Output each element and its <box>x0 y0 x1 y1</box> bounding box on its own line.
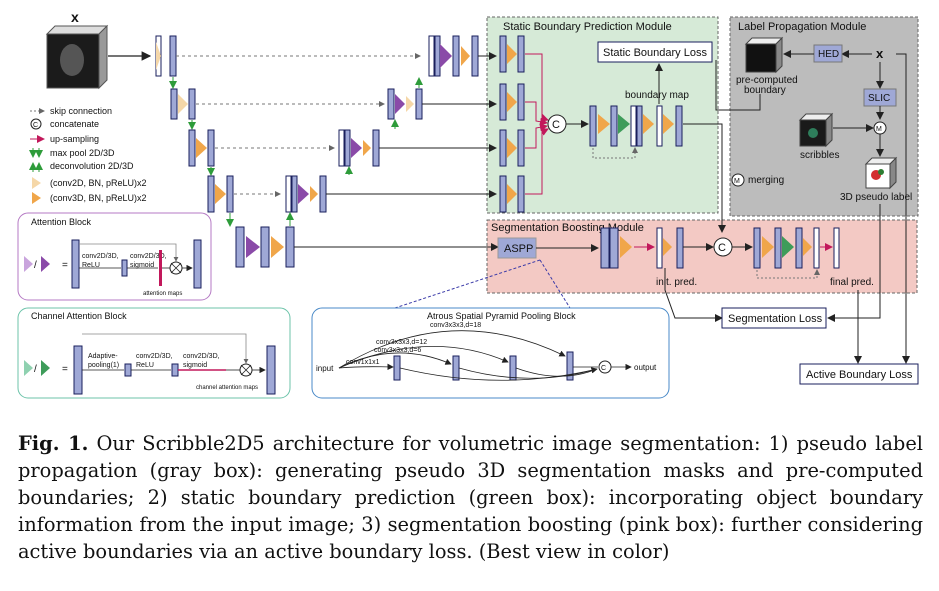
precomputed-line2: boundary <box>744 85 786 96</box>
pseudo-label: 3D pseudo label <box>840 192 912 203</box>
caption-text: Our Scribble2D5 architecture for volumet… <box>18 432 924 563</box>
legend-upsampling: up-sampling <box>50 134 99 144</box>
aspp-b3: conv3x3x3,d=12 <box>376 339 427 346</box>
aspp-block: Atrous Spatial Pyramid Pooling Block inp… <box>311 307 670 399</box>
concat-symbol-seg: C <box>718 242 726 254</box>
unet-backbone <box>155 35 499 268</box>
caption-label: Fig. 1. <box>18 432 89 455</box>
svg-text:/: / <box>34 364 37 375</box>
seg-module-title: Segmentation Boosting Module <box>491 222 644 234</box>
input-volume: x <box>45 9 152 90</box>
aspp-concat: C <box>601 365 606 372</box>
legend-maxpool: max pool 2D/3D <box>50 148 115 158</box>
concat-symbol-static: C <box>552 119 560 131</box>
aspp-label: ASPP <box>504 243 533 255</box>
label-propagation-internals: pre-computed boundary HED x SLIC scribbl… <box>715 36 912 364</box>
legend-skip: skip connection <box>50 106 112 116</box>
precomputed-line1: pre-computed <box>736 75 798 86</box>
channel-maps-label: channel attention maps <box>196 385 258 391</box>
scribbles-label: scribbles <box>800 150 839 161</box>
static-boundary-loss: Static Boundary Loss <box>603 47 707 59</box>
aspp-output: output <box>634 363 657 372</box>
channel-conv1b: ReLU <box>136 362 154 369</box>
channel-attention-block: Channel Attention Block / = Adaptive- po… <box>17 307 291 399</box>
label-module-title: Label Propagation Module <box>738 21 866 33</box>
svg-text:/: / <box>34 260 37 271</box>
channel-conv1: conv2D/3D, <box>136 353 173 360</box>
attention-conv1b: ReLU <box>82 262 100 269</box>
channel-title: Channel Attention Block <box>31 311 127 321</box>
aspp-b4: conv3x3x3,d=18 <box>430 322 481 329</box>
legend-concat-symbol: C <box>33 122 38 129</box>
attention-eq: = <box>62 260 68 271</box>
init-pred-label: init. pred. <box>656 277 697 288</box>
segmentation-boosting-module: Segmentation Boosting Module <box>486 219 918 294</box>
segmentation-boosting-internals: ASPP init. pred. C final pred. Segmentat… <box>394 227 919 385</box>
legend-concat: concatenate <box>50 119 99 129</box>
attention-maps-label: attention maps <box>143 291 182 297</box>
attention-conv2b: sigmoid <box>130 262 154 269</box>
aspp-b1: conv1x1x1 <box>346 359 380 366</box>
merging-symbol: M <box>734 178 740 185</box>
architecture-diagram: Static Boundary Prediction Module Label … <box>17 9 919 399</box>
figure-caption: Fig. 1. Our Scribble2D5 architecture for… <box>18 430 923 565</box>
channel-conv2: conv2D/3D, <box>183 353 220 360</box>
legend-conv3d: (conv3D, BN, pReLU)x2 <box>50 193 147 203</box>
attention-block: Attention Block / = conv2D/3D, ReLU conv… <box>17 212 212 301</box>
channel-eq: = <box>62 364 68 375</box>
aspp-title: Atrous Spatial Pyramid Pooling Block <box>427 311 576 321</box>
channel-poolb: pooling(1) <box>88 362 119 369</box>
legend-deconv: deconvolution 2D/3D <box>50 161 134 171</box>
legend: skip connection C concatenate up-samplin… <box>29 106 147 204</box>
segmentation-loss: Segmentation Loss <box>728 313 823 325</box>
legend-conv2d: (conv2D, BN, pReLU)x2 <box>50 178 147 188</box>
aspp-b2: conv3x3x3,d=6 <box>374 347 421 354</box>
input-label: x <box>71 9 79 25</box>
merging-label: merging <box>748 175 784 186</box>
channel-conv2b: sigmoid <box>183 362 207 369</box>
lp-x-label: x <box>876 46 884 61</box>
attention-conv1: conv2D/3D, <box>82 253 119 260</box>
attention-title: Attention Block <box>31 217 92 227</box>
hed-label: HED <box>818 49 839 60</box>
final-pred-label: final pred. <box>830 277 874 288</box>
static-module-title: Static Boundary Prediction Module <box>503 21 672 33</box>
aspp-input: input <box>316 364 334 373</box>
static-boundary-internals: C boundary map Static Boundary Loss <box>499 35 726 233</box>
attention-conv2: conv2D/3D, <box>130 253 167 260</box>
slic-label: SLIC <box>868 93 890 104</box>
channel-pool: Adaptive- <box>88 353 118 360</box>
merge-symbol: M <box>876 126 882 133</box>
boundary-map-label: boundary map <box>625 90 689 101</box>
active-boundary-loss: Active Boundary Loss <box>806 369 913 381</box>
